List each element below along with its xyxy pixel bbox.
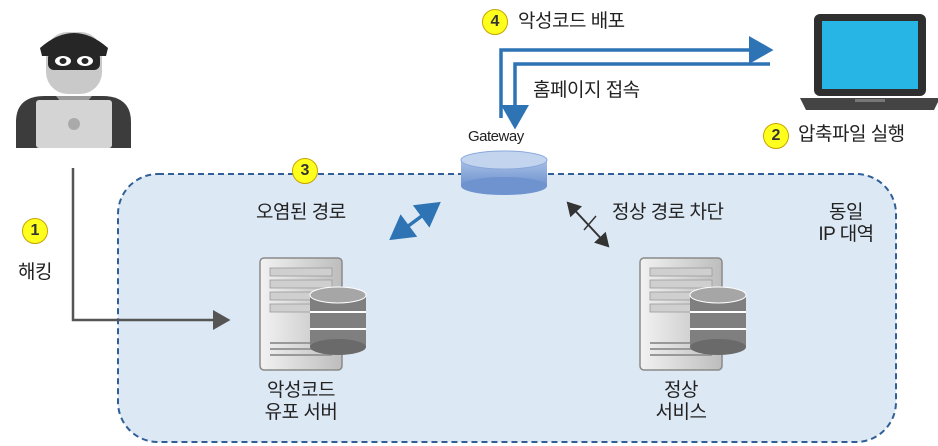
step-badge-2: 2 — [763, 123, 789, 149]
step-badge-3: 3 — [292, 158, 318, 184]
hacker-icon — [16, 32, 131, 148]
malware-server-icon — [259, 257, 367, 371]
homepage-access-label: 홈페이지 접속 — [533, 80, 640, 101]
step-badge-1: 1 — [22, 218, 48, 244]
same-ip-label-line1: 동일 — [829, 202, 863, 223]
normal-service-label: 정상 서비스 — [626, 380, 736, 424]
normal-service-label-line1: 정상 — [664, 380, 698, 401]
same-ip-label: 동일 IP 대역 — [806, 202, 886, 246]
malware-server-label: 악성코드 유포 서버 — [246, 380, 356, 424]
step-badge-4: 4 — [482, 9, 508, 35]
distribute-label: 악성코드 배포 — [518, 11, 625, 32]
run-zip-label: 압축파일 실행 — [798, 124, 905, 145]
malware-server-label-line2: 유포 서버 — [264, 401, 338, 423]
same-ip-label-line2: IP 대역 — [818, 223, 874, 245]
normal-service-label-line2: 서비스 — [655, 401, 707, 423]
hacking-arrow — [71, 168, 231, 330]
distribute-arrow — [499, 36, 774, 118]
polluted-path-arrow — [389, 201, 441, 241]
hacking-label: 해킹 — [18, 262, 52, 283]
same-ip-region — [117, 173, 897, 443]
gateway-label: Gateway — [468, 128, 524, 145]
normal-server-icon — [639, 257, 747, 371]
malware-server-label-line1: 악성코드 — [267, 380, 335, 401]
laptop-icon — [800, 14, 938, 110]
polluted-path-label: 오염된 경로 — [256, 202, 346, 223]
homepage-access-arrow — [501, 62, 770, 130]
gateway-icon — [460, 150, 548, 195]
normal-path-block-label: 정상 경로 차단 — [612, 202, 724, 223]
normal-path-blocked-arrow — [566, 201, 610, 248]
